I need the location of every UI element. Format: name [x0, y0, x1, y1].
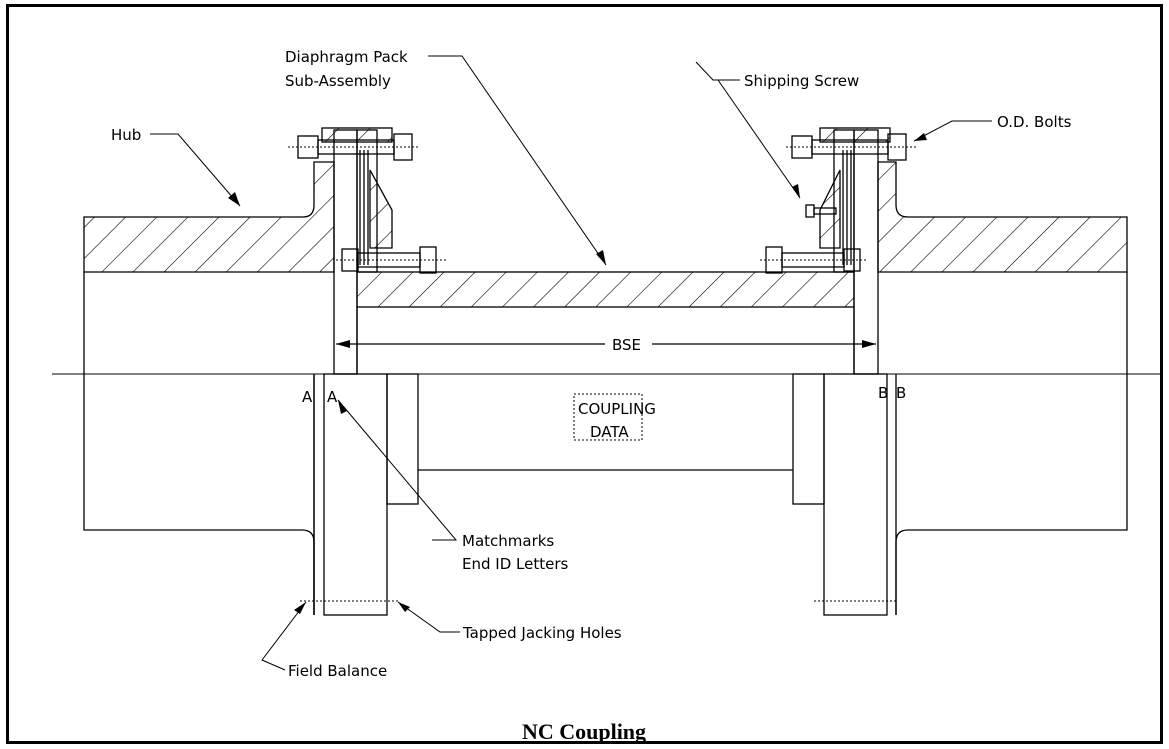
coupling-data-label-2: DATA: [590, 423, 629, 441]
matchmarks-label-2: End ID Letters: [462, 555, 568, 573]
matchmarks-label-1: Matchmarks: [462, 532, 554, 550]
spacer-tube-section: [356, 271, 855, 308]
od-bolts-leader: [913, 120, 992, 142]
right-hub-outline: [895, 374, 1128, 615]
coupling-data-label-1: COUPLING: [578, 400, 656, 418]
right-od-bolt: [786, 133, 918, 161]
left-hub-outline: [83, 374, 315, 615]
hub-label: Hub: [111, 126, 141, 144]
bse-label: BSE: [612, 336, 641, 354]
right-id-bolt: [760, 246, 866, 274]
drawing-title: NC Coupling: [522, 719, 646, 744]
jacking-holes-leader: [397, 601, 460, 633]
coupling-data-box: [573, 393, 643, 441]
right-hub-section: [877, 161, 1128, 374]
bse-dimension: [336, 340, 876, 348]
field-balance-leader: [261, 601, 307, 671]
left-id-bolt: [336, 246, 448, 274]
left-od-bolt: [288, 133, 420, 161]
tapped-jacking-holes-label: Tapped Jacking Holes: [462, 624, 622, 642]
diaphragm-label-2: Sub-Assembly: [285, 72, 391, 90]
shipping-screw-leader: [695, 61, 801, 199]
left-hub-section: [83, 161, 335, 374]
shipping-screw-label: Shipping Screw: [744, 72, 859, 90]
od-bolts-label: O.D. Bolts: [997, 113, 1072, 131]
field-balance-label: Field Balance: [288, 662, 387, 680]
end-a-left: A: [302, 388, 313, 406]
right-flange-lower: [792, 373, 896, 616]
end-b-right: B: [896, 384, 906, 402]
left-flange-lower: [300, 373, 793, 616]
shipping-screw: [805, 204, 837, 218]
diaphragm-leader: [428, 55, 607, 266]
end-b-left: B: [878, 384, 888, 402]
diaphragm-label-1: Diaphragm Pack: [285, 48, 408, 66]
hub-leader: [150, 133, 241, 207]
end-a-right: A: [327, 388, 338, 406]
right-diaphragm-pack: [819, 127, 891, 375]
matchmarks-leader: [337, 399, 458, 541]
